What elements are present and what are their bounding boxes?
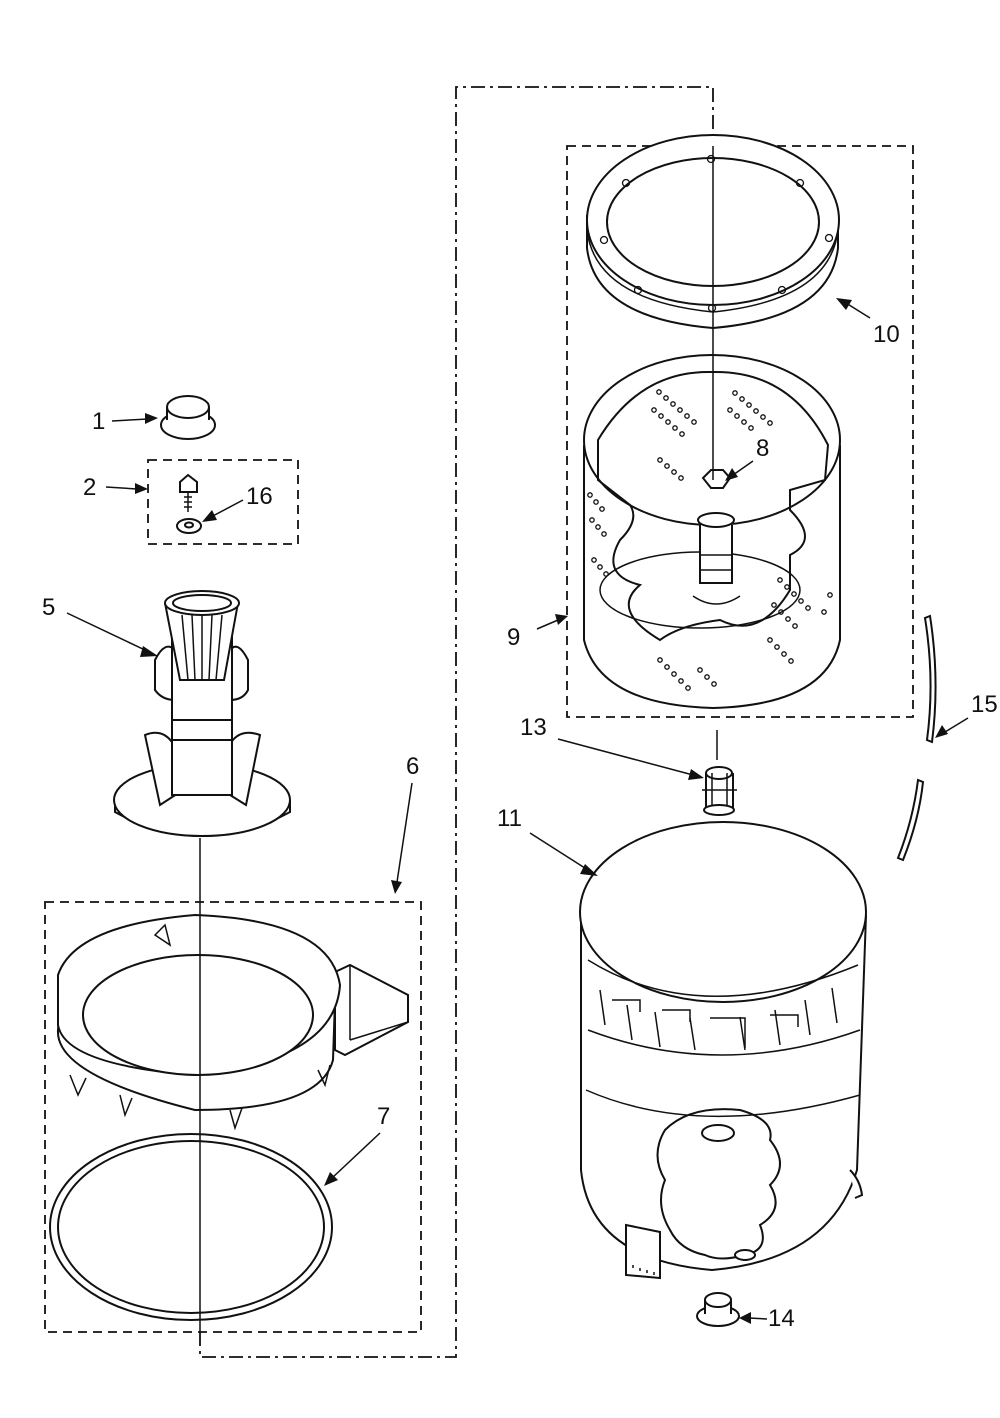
- part-7-seal-ring: [49, 1133, 333, 1321]
- group-box-2: [147, 459, 299, 545]
- part-9-basket: [583, 354, 841, 710]
- part-15-hose: [896, 614, 937, 862]
- label-part-11: 11: [497, 805, 522, 832]
- label-part-13: 13: [520, 714, 547, 741]
- assembly-line: [199, 86, 714, 1358]
- label-part-10: 10: [873, 321, 900, 348]
- part-6-tub-ring: [56, 913, 409, 1131]
- part-11-outer-tub: [579, 821, 867, 1280]
- label-part-6: 6: [406, 753, 420, 780]
- part-16-washer: [176, 518, 202, 534]
- label-part-1: 1: [92, 408, 106, 435]
- label-part-8: 8: [756, 435, 770, 462]
- label-part-5: 5: [42, 594, 56, 621]
- label-part-2: 2: [83, 474, 97, 501]
- part-13-coupling: [702, 766, 737, 816]
- label-part-15: 15: [971, 691, 998, 718]
- label-part-7: 7: [377, 1103, 391, 1130]
- basket-perforations: [587, 389, 833, 691]
- part-5-agitator: [113, 590, 291, 837]
- part-1-cap: [160, 395, 216, 440]
- group-box-6: [44, 901, 422, 1333]
- label-part-9: 9: [507, 624, 521, 651]
- label-part-14: 14: [768, 1305, 795, 1332]
- part-2-bolt: [179, 473, 198, 512]
- label-part-16: 16: [246, 483, 273, 510]
- leader-lines: [66, 298, 969, 1324]
- part-14-plug: [696, 1292, 740, 1327]
